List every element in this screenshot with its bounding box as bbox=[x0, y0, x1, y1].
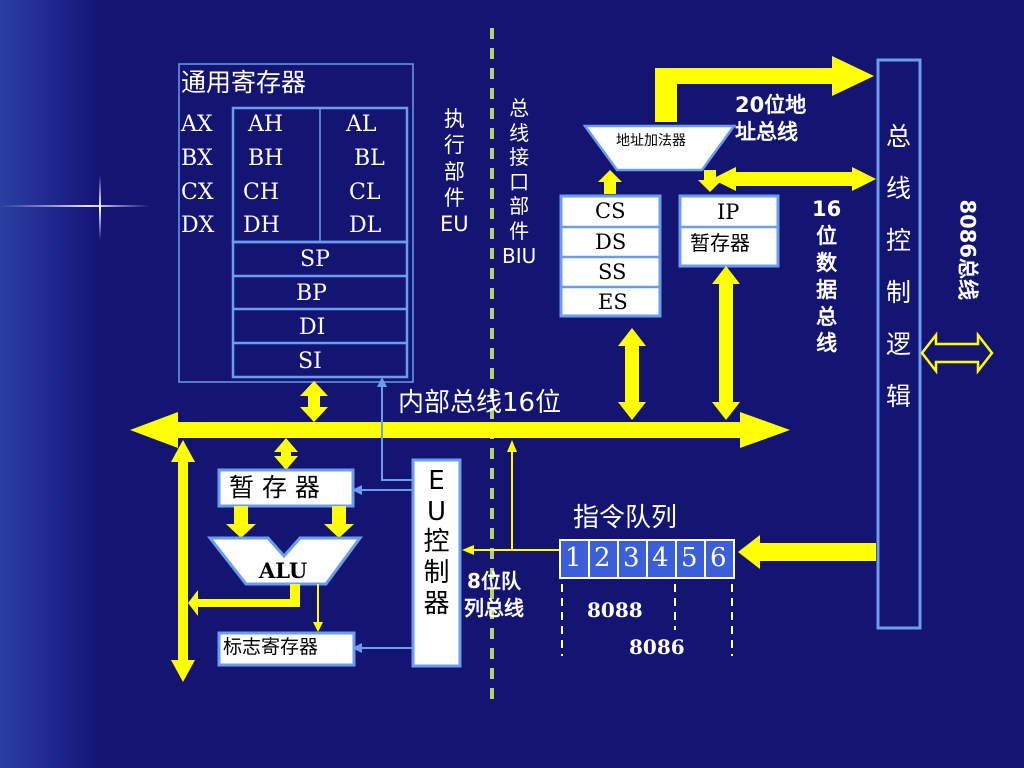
alu-label: ALU bbox=[259, 558, 308, 583]
data-bus-arrow bbox=[712, 167, 876, 191]
adder-ip-arrow bbox=[698, 170, 722, 192]
bus-control-label: 总 线 控 制 逻 辑 bbox=[886, 122, 912, 411]
address-adder-shape bbox=[582, 124, 737, 172]
queue-cell-6: 6 bbox=[710, 543, 727, 573]
reg-bp: BP bbox=[296, 281, 327, 306]
data-bus-label: 16 位 数 据 总 线 bbox=[812, 197, 842, 356]
reg-al: AL bbox=[346, 112, 377, 137]
temp-alu-arrow-right bbox=[324, 506, 354, 538]
queue-cell-4: 4 bbox=[652, 543, 669, 573]
alu-output-arrow bbox=[188, 584, 300, 616]
register-bus-arrow bbox=[300, 381, 328, 422]
reg-cx: CX bbox=[181, 180, 214, 205]
eu-controller-box bbox=[411, 458, 462, 668]
reg-ch: CH bbox=[243, 180, 280, 205]
queue-cell-5: 5 bbox=[681, 543, 698, 573]
reg-si: SI bbox=[298, 349, 322, 374]
background-glow-line bbox=[0, 205, 150, 207]
flag-register-label: 标志寄存器 bbox=[223, 636, 319, 658]
reg-ah: AH bbox=[248, 112, 284, 137]
external-bus-arrow bbox=[920, 331, 994, 375]
background-glow-cross bbox=[99, 175, 101, 240]
background-band bbox=[0, 0, 100, 768]
alu-shape bbox=[206, 536, 363, 586]
ctrl-temp-arrowhead bbox=[352, 485, 362, 495]
bus-queue-arrowhead bbox=[507, 440, 517, 452]
ip-name: IP bbox=[717, 200, 740, 224]
seg-es: ES bbox=[598, 290, 628, 314]
ctrl-flag-arrowhead bbox=[352, 643, 362, 653]
reg-cl: CL bbox=[349, 180, 381, 205]
address-bus-label: 20位地 址总线 bbox=[735, 93, 807, 145]
temp-register-box bbox=[217, 468, 355, 508]
reg-dh: DH bbox=[243, 213, 280, 238]
internal-bus-label: 内部总线16位 bbox=[398, 388, 562, 418]
left-vertical-arrow bbox=[171, 440, 195, 682]
ip-bus-arrow bbox=[712, 266, 740, 420]
ip-box bbox=[678, 194, 780, 268]
internal-bus-arrow bbox=[130, 412, 790, 448]
segment-bus-arrow bbox=[618, 328, 646, 420]
reg-dl: DL bbox=[349, 213, 382, 238]
queue-cell-2: 2 bbox=[594, 543, 611, 573]
seg-ds: DS bbox=[595, 230, 627, 254]
queue-title: 指令队列 bbox=[573, 503, 678, 533]
temp-register-label: 暂 存 器 bbox=[229, 473, 320, 502]
eu-label: 执 行 部 件 EU bbox=[440, 107, 469, 236]
register-frame bbox=[178, 63, 414, 383]
register-title: 通用寄存器 bbox=[181, 68, 307, 97]
reg-dx: DX bbox=[181, 213, 215, 238]
bus-8086-label: 8086总线 bbox=[955, 199, 980, 300]
queue-cell-3: 3 bbox=[623, 543, 640, 573]
reg-di: DI bbox=[299, 315, 326, 340]
ctrl-register-arrowhead bbox=[377, 377, 387, 387]
flag-register-box bbox=[217, 631, 356, 667]
label-8086: 8086 bbox=[629, 635, 685, 659]
eu-controller-label: E U 控 制 器 bbox=[423, 466, 450, 619]
queue-cell-1: 1 bbox=[565, 543, 582, 573]
reg-bh: BH bbox=[248, 146, 284, 171]
seg-ss: SS bbox=[598, 260, 627, 284]
label-8088: 8088 bbox=[587, 598, 643, 622]
seg-cs: CS bbox=[595, 199, 626, 223]
ctrl-register-line bbox=[381, 385, 413, 481]
busctl-queue-arrow bbox=[738, 535, 876, 569]
temp-bus-arrow bbox=[274, 438, 298, 470]
reg-bx: BX bbox=[181, 146, 213, 171]
alu-flag-arrowhead bbox=[313, 622, 323, 632]
bus-control-box bbox=[876, 58, 922, 630]
queue-bus-label: 8位队 列总线 bbox=[464, 569, 524, 620]
reg-sp: SP bbox=[300, 247, 330, 272]
biu-label: 总 线 接 口 部 件 BIU bbox=[502, 96, 537, 268]
address-adder-label: 地址加法器 bbox=[616, 133, 686, 149]
reg-bl: BL bbox=[354, 146, 385, 171]
temp-alu-arrow-left bbox=[226, 506, 256, 538]
address-bus-arrow bbox=[655, 56, 874, 122]
segment-adder-arrow bbox=[598, 170, 622, 194]
ip-temp: 暂存器 bbox=[690, 231, 750, 255]
queue-ctrl-arrowhead bbox=[462, 545, 474, 555]
reg-ax: AX bbox=[181, 112, 213, 137]
